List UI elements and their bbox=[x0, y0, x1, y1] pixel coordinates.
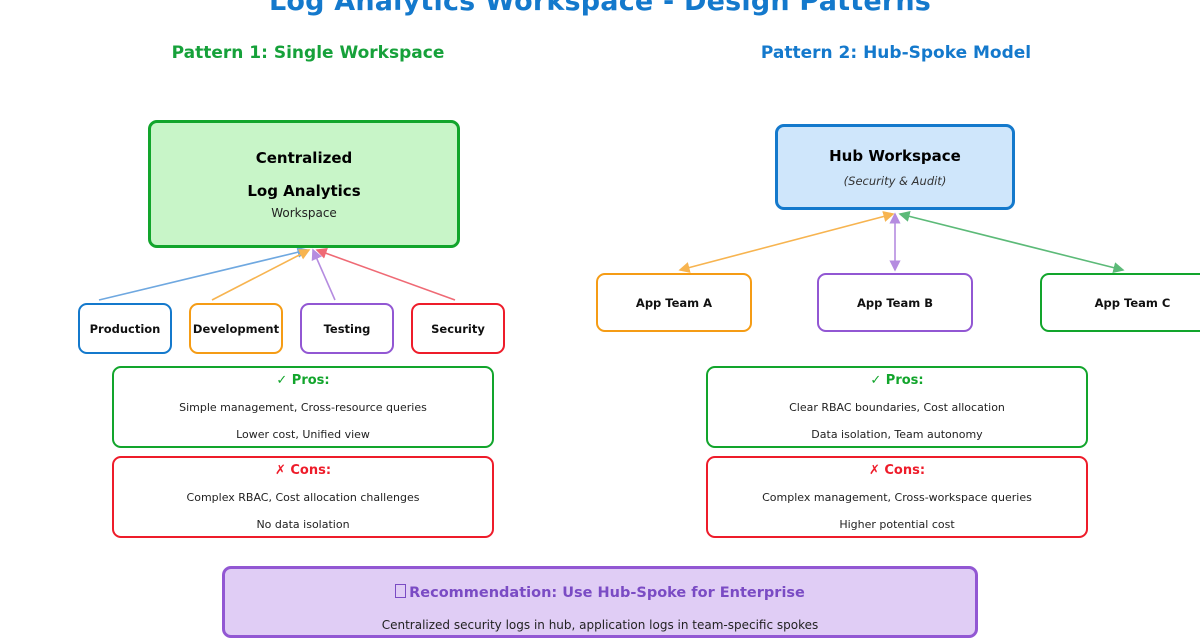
spoke-node-app-team-c[interactable]: App Team C bbox=[1040, 273, 1200, 332]
pros-line: Clear RBAC boundaries, Cost allocation bbox=[789, 401, 1005, 415]
hub-workspace-line2: (Security & Audit) bbox=[843, 173, 947, 188]
pattern-2-cons-panel: ✗ Cons: Complex management, Cross-worksp… bbox=[706, 456, 1088, 538]
pattern-1-cons-panel: ✗ Cons: Complex RBAC, Cost allocation ch… bbox=[112, 456, 494, 538]
pros-heading: ✓ Pros: bbox=[870, 373, 924, 389]
page-title: Log Analytics Workspace - Design Pattern… bbox=[268, 0, 932, 17]
pros-line: Simple management, Cross-resource querie… bbox=[179, 401, 427, 415]
cons-heading: ✗ Cons: bbox=[274, 463, 332, 479]
central-workspace-line1: Centralized bbox=[255, 148, 353, 167]
central-workspace-line3: Workspace bbox=[271, 205, 337, 220]
pattern-1-title: Pattern 1: Single Workspace bbox=[171, 43, 445, 63]
recommendation-heading: Recommendation: Use Hub-Spoke for Enterp… bbox=[395, 584, 805, 601]
central-workspace-line2: Log Analytics bbox=[247, 181, 361, 200]
cons-line: Higher potential cost bbox=[839, 517, 955, 531]
recommendation-panel: Recommendation: Use Hub-Spoke for Enterp… bbox=[222, 566, 978, 638]
leaf-node-development[interactable]: Development bbox=[189, 303, 283, 354]
leaf-node-security[interactable]: Security bbox=[411, 303, 505, 354]
pros-line: Lower cost, Unified view bbox=[236, 427, 370, 441]
cons-line: No data isolation bbox=[256, 517, 350, 531]
central-workspace-node[interactable]: Centralized Log Analytics Workspace bbox=[148, 120, 460, 248]
hub-workspace-node[interactable]: Hub Workspace (Security & Audit) bbox=[775, 124, 1015, 210]
recommendation-subtext: Centralized security logs in hub, applic… bbox=[381, 618, 819, 632]
leaf-node-testing[interactable]: Testing bbox=[300, 303, 394, 354]
pattern-2-title: Pattern 2: Hub-Spoke Model bbox=[760, 43, 1032, 63]
spoke-node-app-team-b[interactable]: App Team B bbox=[817, 273, 973, 332]
missing-glyph-icon bbox=[395, 584, 407, 598]
cons-line: Complex management, Cross-workspace quer… bbox=[762, 491, 1032, 505]
pattern-1-pros-panel: ✓ Pros: Simple management, Cross-resourc… bbox=[112, 366, 494, 448]
pattern2-connectors bbox=[678, 210, 1125, 274]
recommendation-heading-text: Recommendation: Use Hub-Spoke for Enterp… bbox=[409, 585, 805, 601]
pattern-2-pros-panel: ✓ Pros: Clear RBAC boundaries, Cost allo… bbox=[706, 366, 1088, 448]
cons-heading: ✗ Cons: bbox=[868, 463, 926, 479]
pros-line: Data isolation, Team autonomy bbox=[811, 427, 983, 441]
cons-line: Complex RBAC, Cost allocation challenges bbox=[186, 491, 420, 505]
hub-workspace-line1: Hub Workspace bbox=[829, 146, 961, 165]
pattern1-connectors bbox=[98, 246, 456, 301]
spoke-node-app-team-a[interactable]: App Team A bbox=[596, 273, 752, 332]
leaf-node-production[interactable]: Production bbox=[78, 303, 172, 354]
pros-heading: ✓ Pros: bbox=[276, 373, 330, 389]
